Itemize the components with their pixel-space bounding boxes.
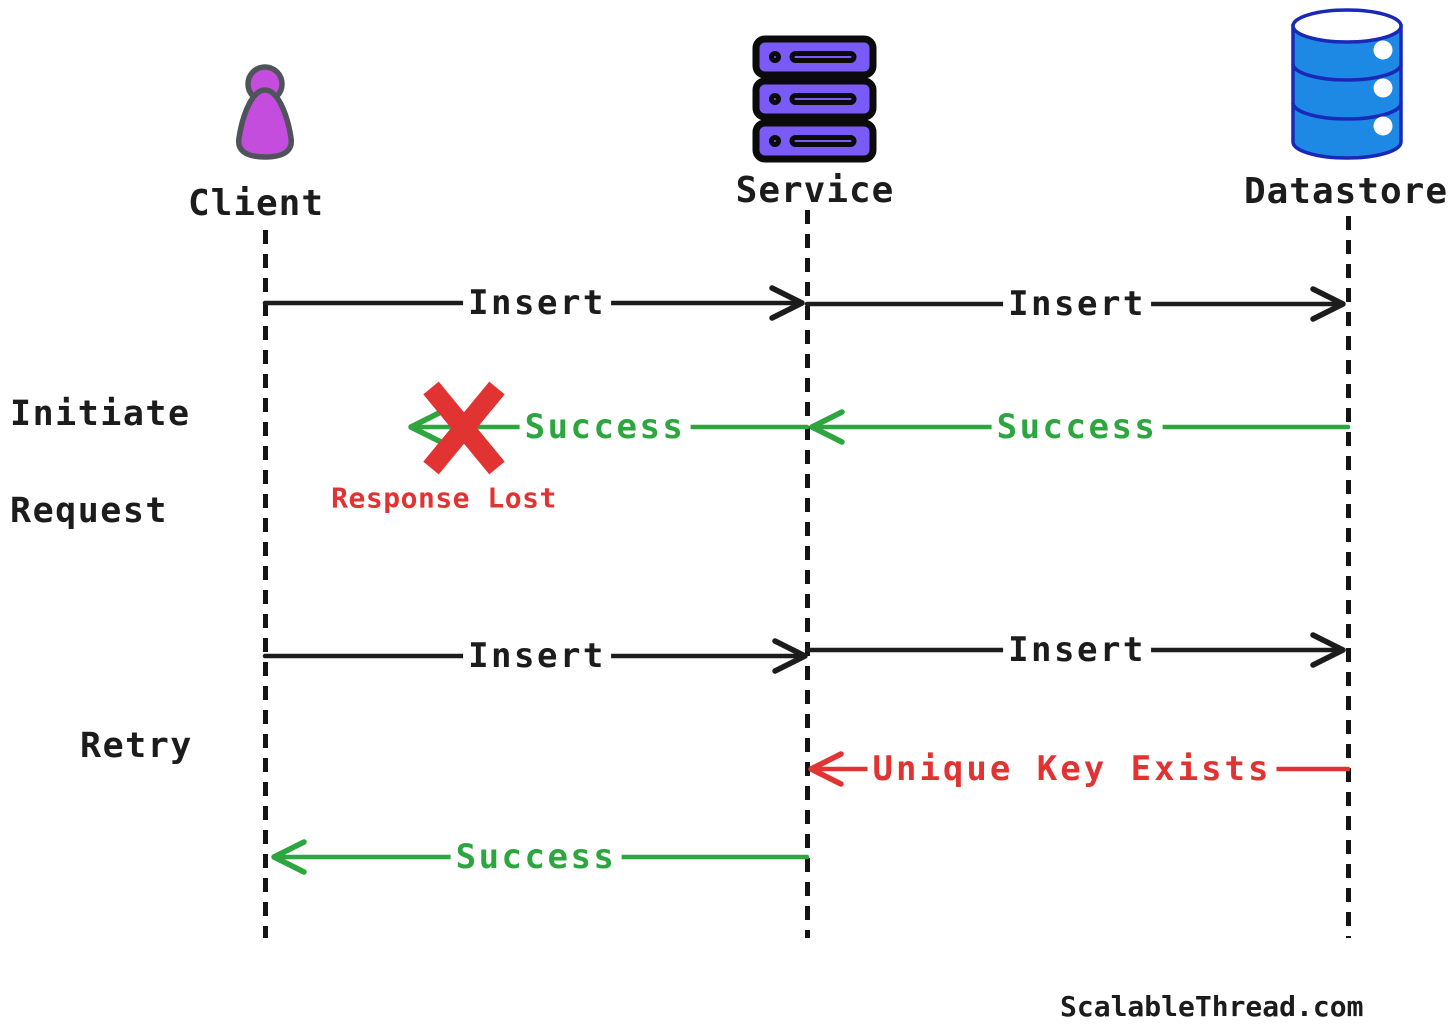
actor-label-client: Client — [187, 183, 325, 224]
phase-initiate-line1: Initiate — [10, 394, 191, 435]
person-icon — [235, 64, 295, 160]
database-icon — [1291, 8, 1403, 160]
message-label-unique-key-exists: Unique Key Exists — [867, 747, 1277, 791]
message-label-insert-3: Insert — [463, 634, 611, 678]
actor-label-datastore: Datastore — [1243, 171, 1449, 212]
message-label-success-datastore: Success — [991, 405, 1163, 449]
actor-label-service: Service — [735, 170, 895, 211]
message-label-insert-2: Insert — [1003, 282, 1151, 326]
lifelines — [263, 210, 1351, 938]
message-label-insert-1: Insert — [463, 281, 611, 325]
message-label-insert-4: Insert — [1003, 628, 1151, 672]
server-icon — [752, 35, 877, 163]
message-label-success-retry: Success — [450, 835, 622, 879]
phase-label-initiate-request: Initiate Request — [10, 342, 191, 583]
failure-x-icon — [423, 381, 505, 475]
message-label-success-lost: Success — [519, 405, 691, 449]
phase-initiate-line2: Request — [10, 490, 169, 531]
phase-label-retry: Retry — [80, 726, 193, 766]
annotation-response-lost: Response Lost — [331, 481, 557, 515]
watermark-scalablethread: ScalableThread.com — [1060, 990, 1364, 1023]
